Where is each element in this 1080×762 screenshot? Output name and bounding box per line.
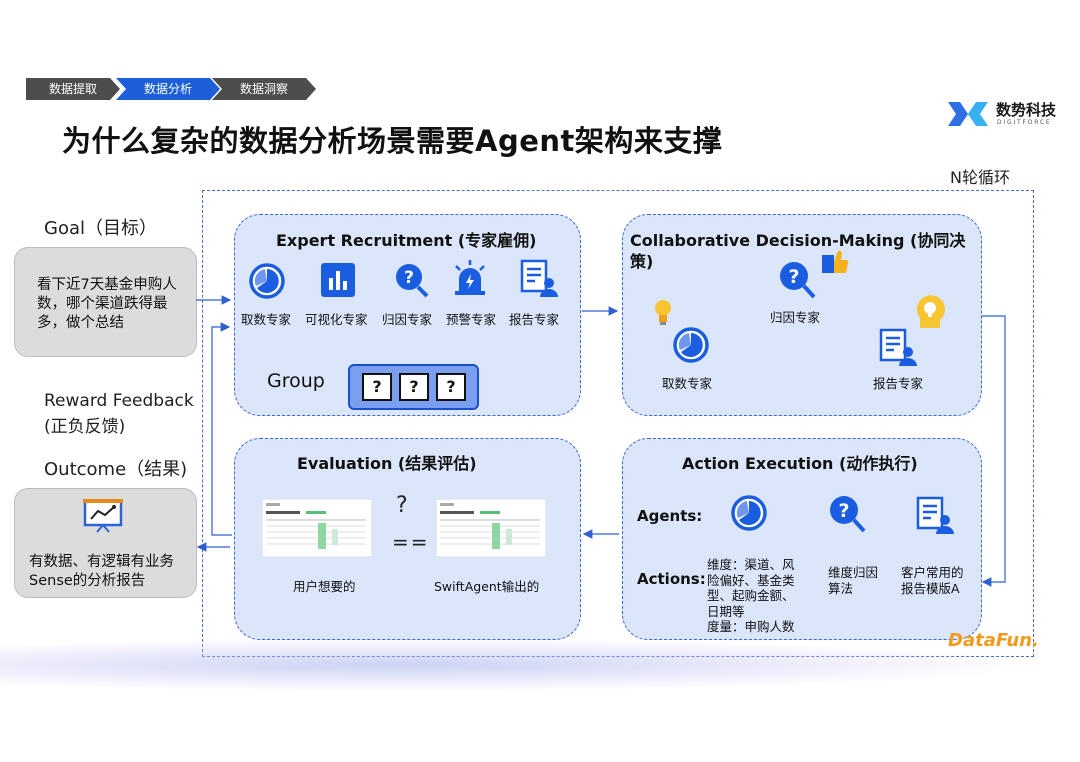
evaluation-question-mark: ? [396, 493, 408, 518]
action-template-line: 报告模版A [901, 580, 960, 596]
action-data-params: 维度：渠道、风 险偏好、基金类 型、起购金额、 日期等 度量：申购人数 [707, 557, 795, 635]
action-data-line: 度量：申购人数 [707, 619, 795, 634]
action-data-line: 险偏好、基金类 [707, 572, 795, 588]
action-algo-line: 维度归因 [828, 565, 879, 580]
alarm-siren-icon [455, 260, 485, 295]
group-label: Group [267, 370, 325, 392]
expert-label-data: 取数专家 [241, 312, 292, 327]
logo-name: 数势科技 [996, 101, 1057, 119]
idea-head-icon [916, 295, 945, 328]
expert-label-report: 报告专家 [509, 312, 560, 327]
breadcrumb-label: 数据分析 [143, 82, 192, 96]
pie-chart-icon [673, 327, 709, 363]
evaluation-caption-output: SwiftAgent输出的 [434, 579, 540, 594]
search-question-icon: ? [830, 496, 866, 533]
reward-subtitle: (正负反馈) [44, 417, 126, 437]
lightbulb-icon [655, 300, 671, 325]
evaluation-caption-expected: 用户想要的 [293, 579, 356, 594]
report-user-icon [916, 496, 954, 534]
expert-label-visualization: 可视化专家 [305, 312, 368, 327]
page-title: 为什么复杂的数据分析场景需要Agent架构来支撑 [62, 124, 723, 158]
group-member-1: ? [362, 373, 392, 401]
evaluation-equals: == [392, 530, 430, 554]
panel-title-recruitment: Expert Recruitment (专家雇佣) [276, 231, 537, 250]
logo-mark-icon [948, 102, 988, 126]
collab-node-data: 取数专家 [662, 376, 713, 391]
group-box: ? ? ? [348, 364, 479, 410]
search-question-icon: ? [780, 262, 816, 299]
bar-chart-icon [321, 263, 355, 297]
svg-text:?: ? [788, 266, 799, 288]
thumbs-up-icon [822, 250, 849, 273]
action-template-line: 客户常用的 [901, 565, 964, 580]
report-user-icon [520, 259, 558, 297]
panel-title-action: Action Execution (动作执行) [682, 454, 918, 473]
report-thumbnail-output [436, 499, 546, 557]
goal-box: 看下近7天基金申购人数，哪个渠道跌得最多，做个总结 [14, 247, 197, 357]
action-data-line: 型、起购金额、 [707, 588, 795, 603]
outcome-title: Outcome（结果) [44, 459, 188, 480]
agents-label: Agents: [637, 507, 703, 525]
pie-chart-icon [731, 495, 767, 531]
search-question-icon: ? [396, 264, 429, 298]
loop-label: N轮循环 [950, 168, 1010, 187]
svg-text:?: ? [404, 268, 414, 288]
breadcrumb-step-2: 数据分析 [116, 78, 220, 100]
panel-title-evaluation: Evaluation (结果评估) [297, 454, 477, 473]
action-attribution-algo: 维度归因 算法 [828, 565, 878, 596]
panel-title-collab-2: 策) [630, 252, 654, 271]
presentation-board-icon [83, 499, 123, 533]
expert-label-alert: 预警专家 [446, 312, 497, 327]
action-data-line: 维度：渠道、风 [707, 557, 795, 572]
pie-chart-icon [249, 263, 285, 299]
breadcrumb-label: 数据提取 [48, 82, 97, 96]
action-report-template: 客户常用的 报告模版A [901, 565, 964, 596]
group-member-3: ? [436, 373, 466, 401]
action-algo-line: 算法 [828, 580, 854, 596]
outcome-box: 有数据、有逻辑有业务Sense的分析报告 [14, 488, 197, 598]
panel-action-execution [622, 438, 982, 640]
svg-text:?: ? [838, 500, 849, 522]
report-thumbnail-expected [262, 499, 372, 557]
collab-node-report: 报告专家 [873, 376, 924, 391]
expert-label-attribution: 归因专家 [382, 312, 433, 327]
datafun-watermark: DataFun. [948, 630, 1039, 651]
panel-title-collab-1: Collaborative Decision-Making (协同决 [630, 231, 966, 250]
goal-text: 看下近7天基金申购人数，哪个渠道跌得最多，做个总结 [37, 277, 177, 331]
breadcrumb-label: 数据洞察 [239, 82, 288, 96]
action-data-line: 日期等 [707, 603, 745, 619]
actions-label: Actions: [637, 570, 706, 588]
logo-subtitle: DIGITFORCE [997, 119, 1052, 126]
goal-title: Goal（目标） [44, 218, 157, 239]
collab-node-attribution: 归因专家 [770, 310, 821, 325]
reward-title: Reward Feedback [44, 391, 194, 411]
report-user-icon [879, 328, 917, 366]
decorative-glow [0, 640, 1000, 690]
outcome-text: 有数据、有逻辑有业务Sense的分析报告 [29, 554, 174, 589]
company-logo: 数势科技 DIGITFORCE [946, 98, 1066, 132]
breadcrumb-step-3: 数据洞察 [212, 78, 316, 100]
group-member-2: ? [399, 373, 429, 401]
breadcrumb-step-1: 数据提取 [26, 78, 120, 100]
